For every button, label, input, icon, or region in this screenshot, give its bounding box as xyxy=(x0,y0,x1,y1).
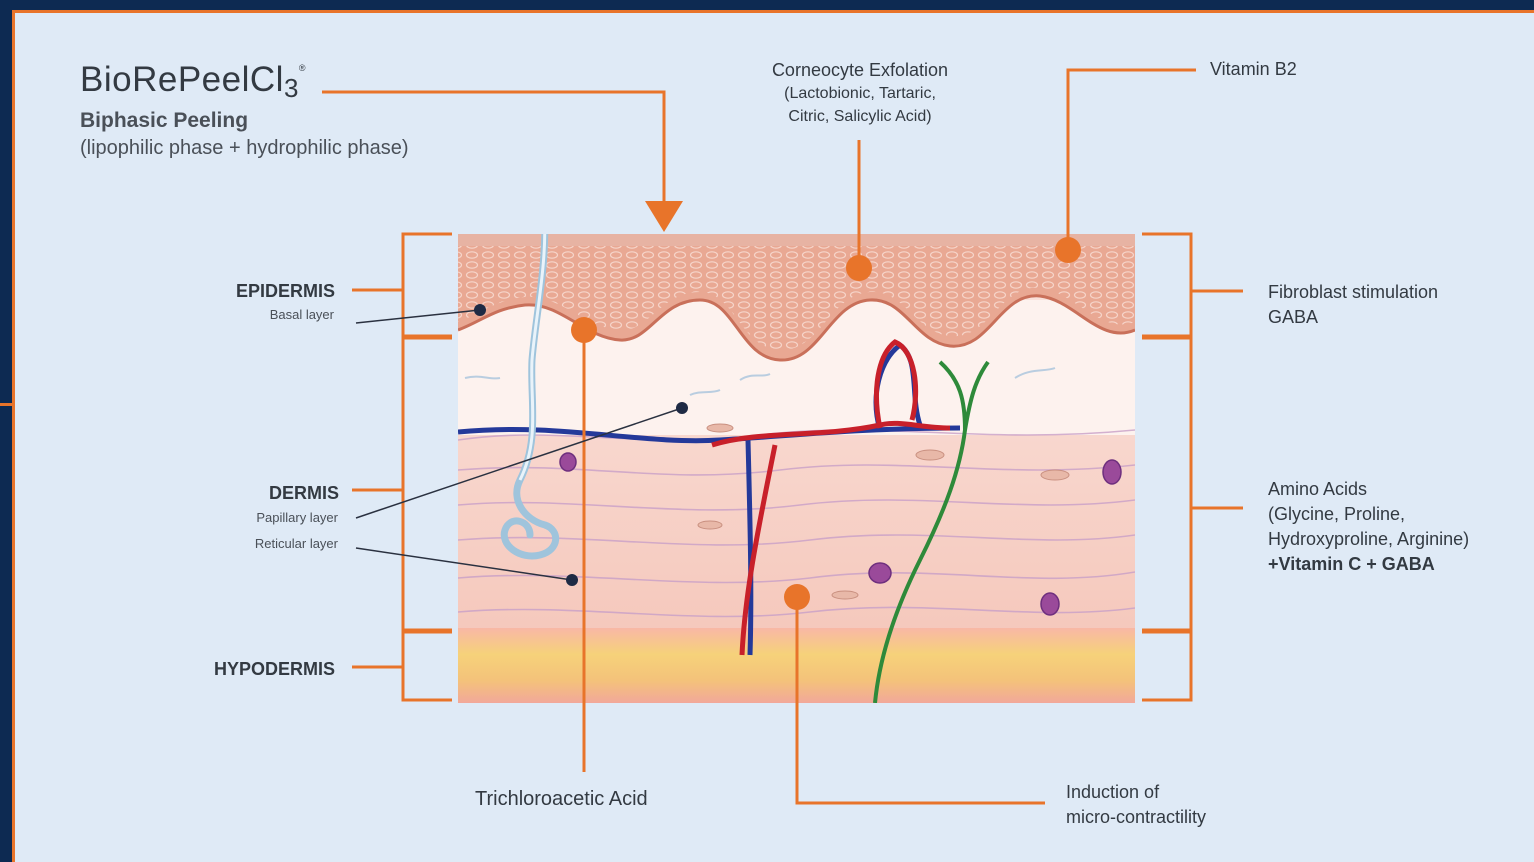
amino-acids-line1: (Glycine, Proline, xyxy=(1268,502,1469,527)
fibroblast-line2: GABA xyxy=(1268,305,1438,330)
induction-line2: micro-contractility xyxy=(1066,805,1206,830)
corneocyte-acids-line2: Citric, Salicylic Acid) xyxy=(752,105,968,128)
vitamin-b2-label: Vitamin B2 xyxy=(1210,59,1297,80)
tca-label: Trichloroacetic Acid xyxy=(475,788,648,811)
amino-acids-title: Amino Acids xyxy=(1268,477,1469,502)
induction-line1: Induction of xyxy=(1066,780,1206,805)
amino-acids-line3: +Vitamin C + GABA xyxy=(1268,552,1469,577)
hypodermis-label: HYPODERMIS xyxy=(214,659,335,680)
subtitle-detail: (lipophilic phase + hydrophilic phase) xyxy=(80,137,409,160)
dermis-label: DERMIS xyxy=(269,483,339,504)
amino-acids-callout: Amino Acids (Glycine, Proline, Hydroxypr… xyxy=(1268,477,1469,577)
basal-layer-label: Basal layer xyxy=(270,307,334,322)
induction-marker xyxy=(784,584,810,610)
papillary-layer-dot xyxy=(676,402,688,414)
amino-acids-line2: Hydroxyproline, Arginine) xyxy=(1268,527,1469,552)
papillary-layer-label: Papillary layer xyxy=(256,510,338,525)
fibroblast-line1: Fibroblast stimulation xyxy=(1268,280,1438,305)
induction-callout: Induction of micro-contractility xyxy=(1066,780,1206,830)
corneocyte-marker xyxy=(846,255,872,281)
vitamin-b2-marker xyxy=(1055,237,1081,263)
reticular-layer-dot xyxy=(566,574,578,586)
peel-arrow-head xyxy=(645,201,683,232)
tca-marker xyxy=(571,317,597,343)
fibroblast-callout: Fibroblast stimulation GABA xyxy=(1268,280,1438,330)
corneocyte-callout: Corneocyte Exfolation (Lactobionic, Tart… xyxy=(752,59,968,128)
epidermis-label: EPIDERMIS xyxy=(236,281,335,302)
corneocyte-title: Corneocyte Exfolation xyxy=(752,59,968,82)
basal-layer-dot xyxy=(474,304,486,316)
reticular-layer-label: Reticular layer xyxy=(255,536,338,551)
subtitle: Biphasic Peeling xyxy=(80,109,248,133)
brand-title: BioRePeelCl3® xyxy=(80,60,306,104)
corneocyte-acids-line1: (Lactobionic, Tartaric, xyxy=(752,82,968,105)
